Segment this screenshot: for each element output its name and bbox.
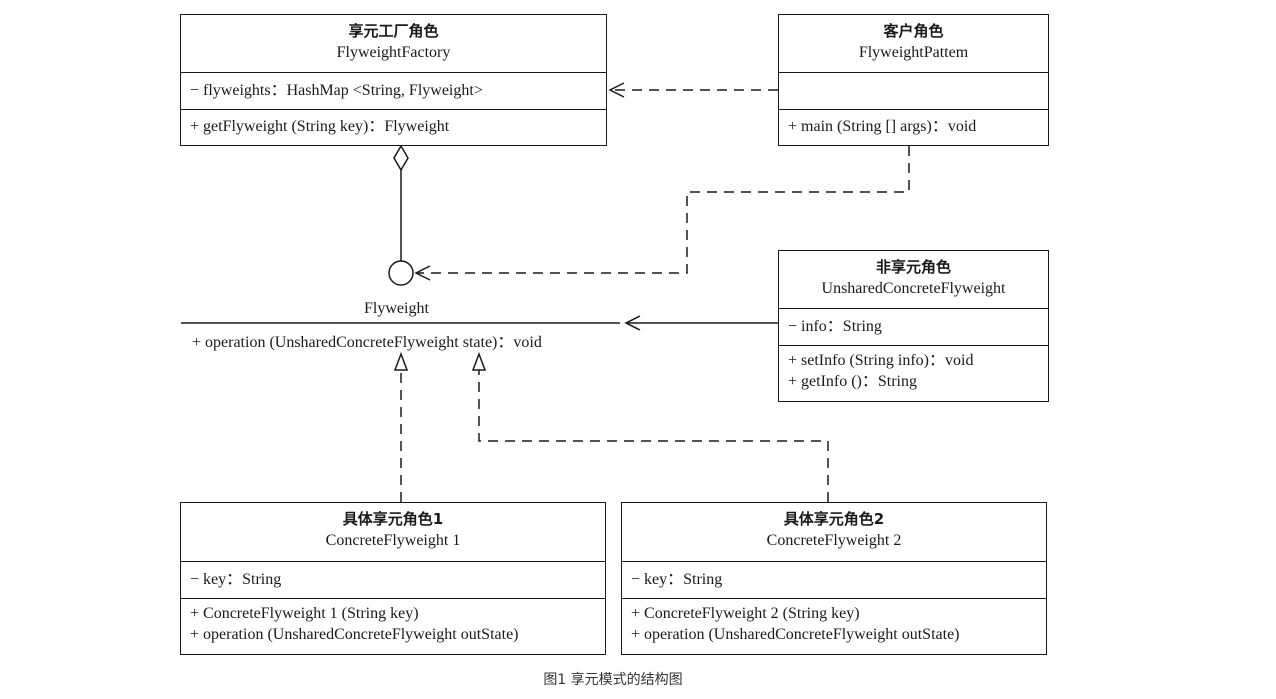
interface-lollipop-icon: [388, 260, 414, 286]
concrete2-cn-name: 具体享元角色2: [783, 510, 885, 528]
factory-method: + getFlyweight (String key)：Flyweight: [190, 118, 450, 135]
unshared-methods: + setInfo (String info)：void + getInfo (…: [779, 345, 1048, 400]
unshared-en-name: UnsharedConcreteFlyweight: [821, 280, 1006, 297]
factory-en-name: FlyweightFactory: [336, 44, 451, 61]
unshared-attr: − info：String: [788, 318, 882, 335]
factory-attributes: − flyweights：HashMap <String, Flyweight>: [181, 72, 606, 109]
dependency-arrowhead: [414, 265, 431, 281]
concrete1-en-name: ConcreteFlyweight 1: [325, 532, 461, 549]
client-method: + main (String [] args)：void: [788, 118, 977, 135]
flyweight-name: Flyweight: [364, 300, 429, 317]
concrete2-attr: − key：String: [631, 571, 723, 588]
client-title: 客户角色 FlyweightPattem: [779, 15, 1048, 72]
flyweight-method: + operation (UnsharedConcreteFlyweight s…: [192, 334, 542, 351]
concrete2-methods: + ConcreteFlyweight 2 (String key) + ope…: [622, 598, 1046, 653]
unshared-cn-name: 非享元角色: [875, 258, 951, 276]
concrete2-constructor: + ConcreteFlyweight 2 (String key): [631, 605, 860, 622]
factory-cn-name: 享元工厂角色: [348, 22, 439, 40]
concrete2-en-name: ConcreteFlyweight 2: [766, 532, 902, 549]
figure-caption: 图1 享元模式的结构图: [543, 672, 683, 688]
client-class-box: 客户角色 FlyweightPattem + main (String [] a…: [778, 14, 1049, 146]
unshared-title: 非享元角色 UnsharedConcreteFlyweight: [779, 251, 1048, 308]
concrete1-class-box: 具体享元角色1 ConcreteFlyweight 1 − key：String…: [180, 502, 606, 655]
factory-methods: + getFlyweight (String key)：Flyweight: [181, 109, 606, 144]
concrete2-realization: [478, 370, 829, 502]
concrete1-attributes: − key：String: [181, 561, 605, 598]
concrete1-attr: − key：String: [190, 571, 282, 588]
concrete2-attributes: − key：String: [622, 561, 1046, 598]
unshared-method-getinfo: + getInfo ()：String: [788, 373, 918, 390]
realization-triangle-icon: [471, 351, 487, 371]
unshared-attributes: − info：String: [779, 308, 1048, 345]
dependency-arrowhead: [608, 82, 625, 98]
unshared-class-box: 非享元角色 UnsharedConcreteFlyweight − info：S…: [778, 250, 1049, 402]
realization-triangle-icon: [393, 351, 409, 371]
association-arrowhead: [624, 315, 641, 331]
client-cn-name: 客户角色: [883, 22, 944, 40]
concrete2-title: 具体享元角色2 ConcreteFlyweight 2: [622, 503, 1046, 561]
factory-title: 享元工厂角色 FlyweightFactory: [181, 15, 606, 72]
aggregation-diamond-icon: [393, 144, 409, 172]
concrete1-cn-name: 具体享元角色1: [342, 510, 444, 528]
concrete1-operation: + operation (UnsharedConcreteFlyweight o…: [190, 626, 519, 643]
concrete1-methods: + ConcreteFlyweight 1 (String key) + ope…: [181, 598, 605, 653]
client-en-name: FlyweightPattem: [858, 44, 969, 61]
factory-class-box: 享元工厂角色 FlyweightFactory − flyweights：Has…: [180, 14, 607, 146]
concrete1-constructor: + ConcreteFlyweight 1 (String key): [190, 605, 419, 622]
concrete2-operation: + operation (UnsharedConcreteFlyweight o…: [631, 626, 960, 643]
client-attributes: [779, 72, 1048, 109]
concrete2-class-box: 具体享元角色2 ConcreteFlyweight 2 − key：String…: [621, 502, 1047, 655]
unshared-method-setinfo: + setInfo (String info)：void: [788, 352, 974, 369]
factory-attr: − flyweights：HashMap <String, Flyweight>: [190, 82, 483, 99]
client-methods: + main (String [] args)：void: [779, 109, 1048, 144]
concrete1-title: 具体享元角色1 ConcreteFlyweight 1: [181, 503, 605, 561]
